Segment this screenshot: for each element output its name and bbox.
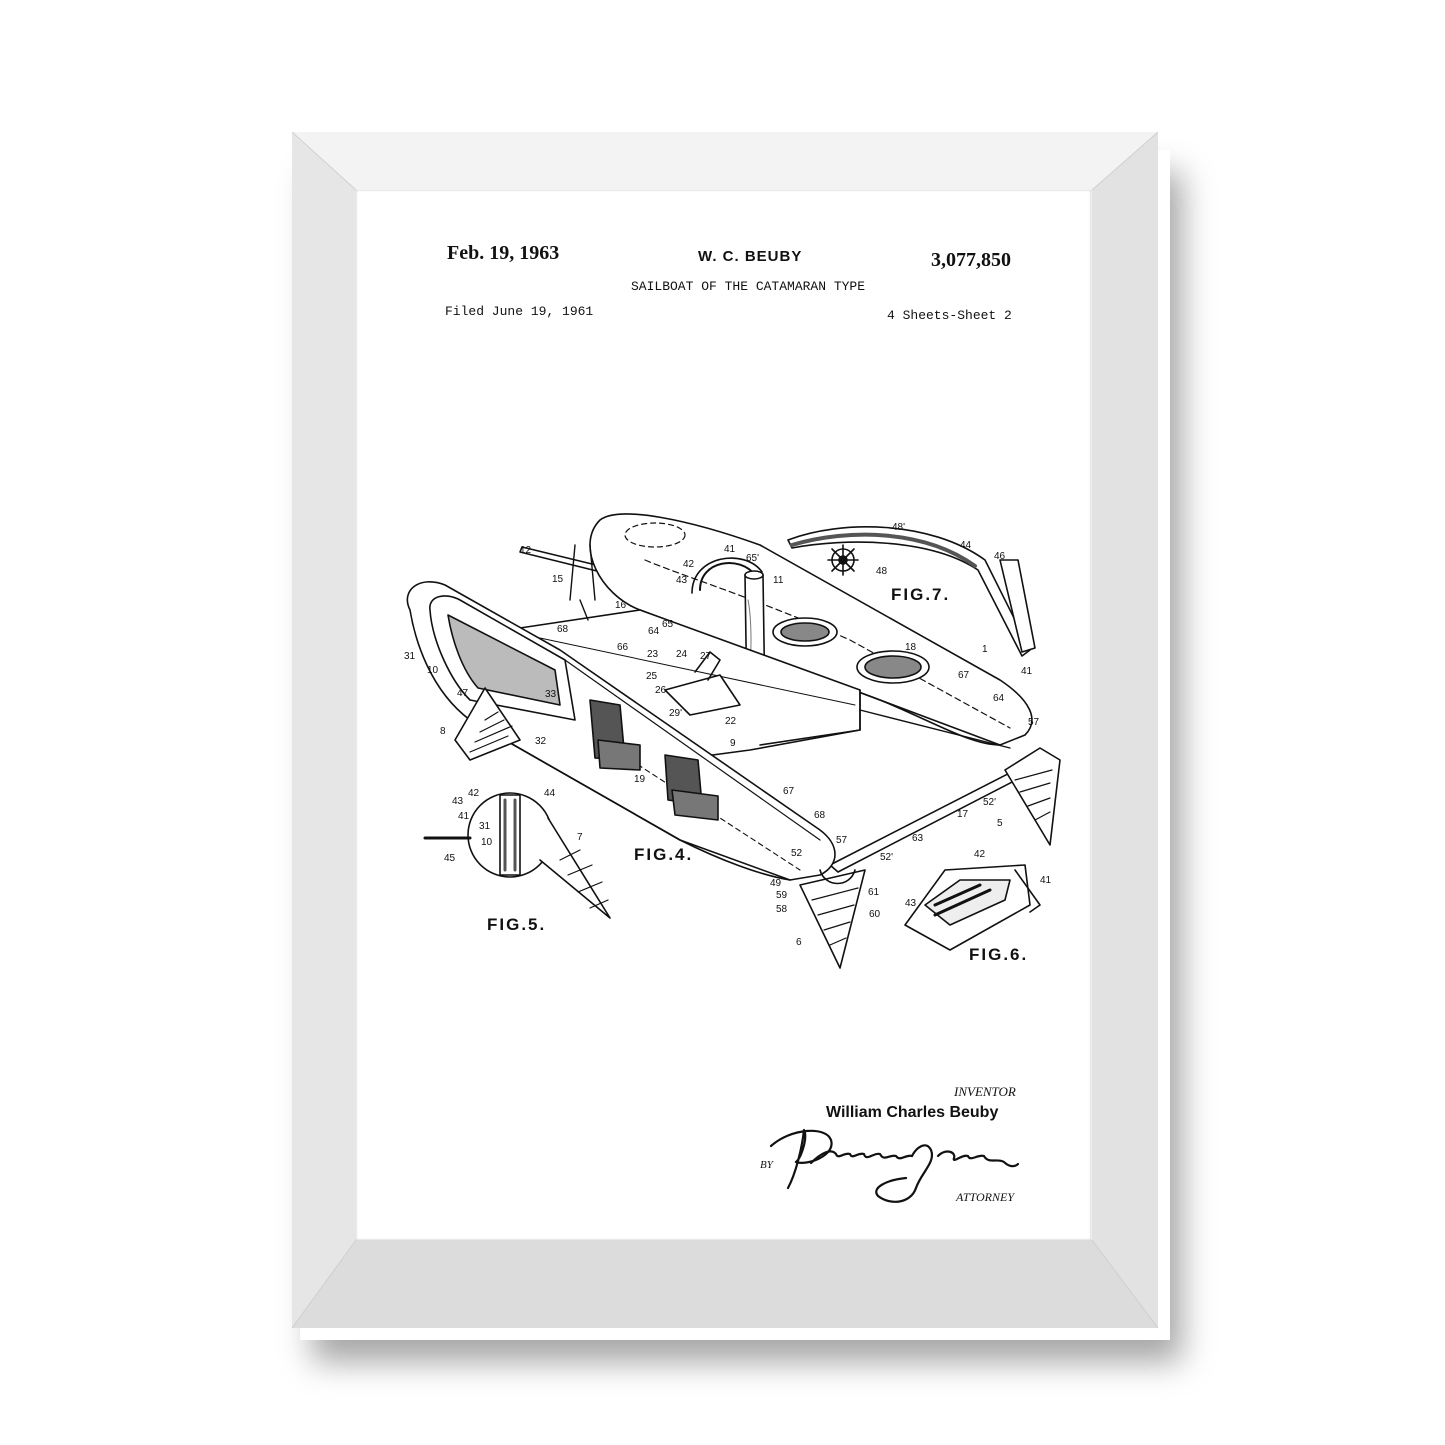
reference-numeral: 66	[617, 642, 629, 653]
patent-date: Feb. 19, 1963	[447, 242, 560, 264]
patent-inventor: W. C. BEUBY	[698, 248, 803, 265]
reference-numeral: 33	[545, 689, 557, 700]
attorney-label: ATTORNEY	[956, 1190, 1015, 1204]
sheet-count: 4 Sheets-Sheet 2	[887, 308, 1012, 323]
reference-numeral: 41	[1040, 875, 1052, 886]
reference-numeral: 9	[730, 738, 736, 749]
reference-numeral: 60	[869, 909, 881, 920]
reference-numeral: 52'	[880, 852, 893, 863]
reference-numeral: 11	[773, 575, 784, 586]
reference-numeral: 44	[544, 788, 556, 799]
reference-numeral: 41	[724, 544, 736, 555]
reference-numeral: 1	[982, 644, 988, 655]
reference-numeral: 52'	[983, 797, 996, 808]
reference-numeral: 10	[427, 665, 439, 676]
reference-numeral: 57	[1028, 717, 1040, 728]
reference-numeral: 25	[646, 671, 658, 682]
patent-title: SAILBOAT OF THE CATAMARAN TYPE	[631, 279, 866, 294]
reference-numeral: 57	[836, 835, 848, 846]
reference-numeral: 63	[912, 833, 924, 844]
reference-numeral: 24	[676, 649, 688, 660]
ship-wheel-icon	[827, 544, 859, 576]
reference-numeral: 18	[905, 642, 917, 653]
attorney-signature	[769, 1128, 1020, 1203]
reference-numeral: 61	[868, 887, 880, 898]
reference-numeral: 27	[700, 651, 712, 662]
reference-numeral: 12	[520, 545, 532, 556]
by-label: BY	[760, 1159, 773, 1171]
frame-bevel	[292, 132, 1158, 1328]
reference-numeral: 42	[683, 559, 695, 570]
reference-numeral: 8	[440, 726, 446, 737]
reference-numeral: 5	[997, 818, 1003, 829]
reference-numeral: 31	[479, 821, 491, 832]
reference-numeral: 44	[960, 540, 972, 551]
reference-numeral: 67	[783, 786, 795, 797]
reference-numeral: 48'	[892, 522, 905, 533]
figure-4-label: FIG.4.	[634, 845, 694, 864]
reference-numeral: 10	[481, 837, 493, 848]
reference-numeral: 43	[905, 898, 917, 909]
reference-numeral: 26	[655, 685, 667, 696]
reference-numeral: 59	[776, 890, 788, 901]
reference-numeral: 19	[634, 774, 646, 785]
inventor-label: INVENTOR	[954, 1084, 1016, 1099]
figure-6-label: FIG.6.	[969, 945, 1029, 964]
reference-numeral: 46	[994, 551, 1006, 562]
catamaran-drawing: 12 15 16 41 65' 11 42 43 65 64 66 68 23 …	[404, 513, 1061, 969]
reference-numeral: 17	[957, 809, 969, 820]
reference-numeral: 41	[1021, 666, 1033, 677]
reference-numeral: 42	[974, 849, 986, 860]
reference-numeral: 58	[776, 904, 788, 915]
inventor-name: William Charles Beuby	[826, 1104, 999, 1121]
patent-number: 3,077,850	[931, 249, 1011, 271]
reference-numeral: 6	[796, 937, 802, 948]
reference-numeral: 23	[647, 649, 659, 660]
reference-numeral: 48	[876, 566, 888, 577]
reference-numeral: 47	[457, 688, 469, 699]
reference-numeral: 49	[770, 878, 782, 889]
reference-numeral: 64	[993, 693, 1005, 704]
reference-numeral: 65'	[746, 553, 759, 564]
reference-numeral: 22	[725, 716, 737, 727]
reference-numeral: 45	[444, 853, 456, 864]
reference-numeral: 43	[452, 796, 464, 807]
figure-5-label: FIG.5.	[487, 915, 547, 934]
reference-numeral: 52	[791, 848, 803, 859]
reference-numeral: 65	[662, 619, 674, 630]
filed-date: Filed June 19, 1961	[445, 304, 594, 319]
reference-numerals: 12 15 16 41 65' 11 42 43 65 64 66 68 23 …	[404, 522, 1052, 948]
reference-numeral: 16	[615, 600, 627, 611]
reference-numeral: 42	[468, 788, 480, 799]
reference-numeral: 67	[958, 670, 970, 681]
reference-numeral: 43	[676, 575, 688, 586]
reference-numeral: 41	[458, 811, 470, 822]
reference-numeral: 31	[404, 651, 416, 662]
figure-7-label: FIG.7.	[891, 585, 951, 604]
reference-numeral: 32	[535, 736, 547, 747]
reference-numeral: 15	[552, 574, 564, 585]
reference-numeral: 68	[557, 624, 569, 635]
reference-numeral: 68	[814, 810, 826, 821]
reference-numeral: 64	[648, 626, 660, 637]
reference-numeral: 29'	[669, 708, 682, 719]
reference-numeral: 7	[577, 832, 583, 843]
